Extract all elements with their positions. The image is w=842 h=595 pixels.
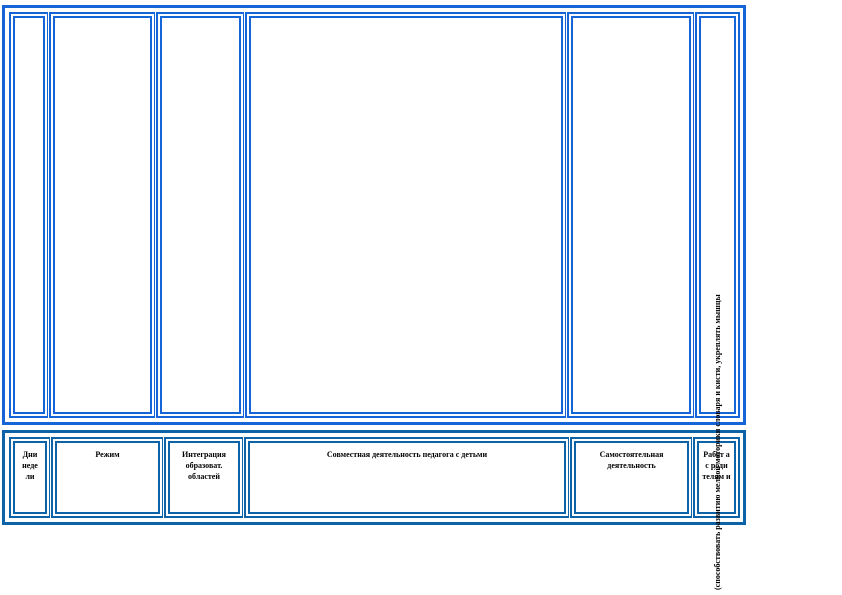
header-cell-joint: Совместная деятельность педагога с детьм…	[243, 436, 571, 519]
header-cell-integration: Интеграция образоват. областей	[163, 436, 245, 519]
header-integration-label: Интеграция образоват. областей	[182, 450, 226, 481]
upper-col-integration	[155, 11, 246, 419]
upper-col-independent	[566, 11, 696, 419]
vertical-note-text: (способствовать развитию мелкой моторики…	[713, 294, 722, 590]
header-joint-label: Совместная деятельность педагога с детьм…	[326, 450, 488, 459]
header-cell-parents: Работ а с роди телям и	[692, 436, 741, 519]
upper-col-joint	[244, 11, 568, 419]
header-independent-label: Самостоятельная деятельность	[599, 450, 664, 470]
header-day-label: Дни неде ли	[22, 450, 38, 481]
upper-col-parents	[694, 11, 741, 419]
upper-col-mode	[48, 11, 157, 419]
header-cell-independent: Самостоятельная деятельность	[569, 436, 694, 519]
header-cell-mode: Режим	[50, 436, 165, 519]
upper-col-day	[8, 11, 50, 419]
header-mode-label: Режим	[95, 450, 120, 459]
header-parents-label: Работ а с роди телям и	[702, 450, 731, 481]
header-cell-day: Дни неде ли	[8, 436, 52, 519]
